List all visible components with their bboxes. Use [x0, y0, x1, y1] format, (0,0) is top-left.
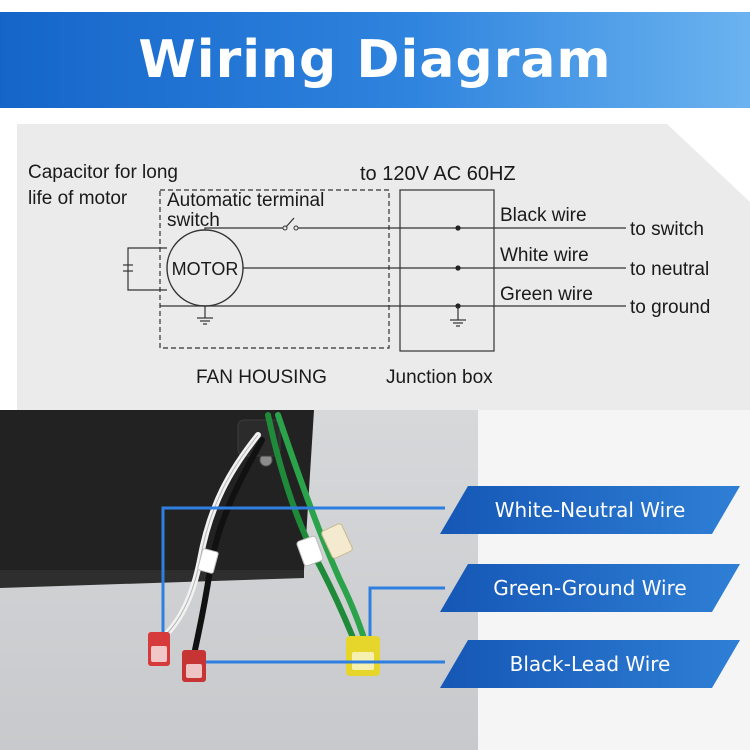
- callout-black-lead-shape: [440, 640, 740, 688]
- switch-contact-left: [282, 225, 288, 231]
- wire-destination-neutral: to neutral: [630, 259, 709, 280]
- switch-label-line1: Automatic terminal: [167, 190, 324, 211]
- diagram-panel: [17, 124, 750, 410]
- callout-black-lead-label: Black-Lead Wire: [509, 652, 671, 676]
- switch-lever: [285, 217, 295, 228]
- ground-tag: [321, 523, 353, 559]
- wire-name-black: Black wire: [500, 205, 587, 226]
- black-wire-line-left: [204, 227, 283, 230]
- connector-black-window: [186, 664, 202, 678]
- wire-name-green: Green wire: [500, 284, 593, 305]
- title-banner: Wiring Diagram: [0, 12, 750, 108]
- installation-photo: White-Neutral Wire Green-Ground Wire Bla…: [0, 410, 750, 750]
- leader-line-white-neutral: [161, 506, 445, 632]
- capacitor-wire: [127, 247, 167, 291]
- connector-white-window: [151, 646, 167, 662]
- page-title: Wiring Diagram: [138, 30, 612, 90]
- leader-line-green-ground: [368, 586, 445, 636]
- callout-green-ground: Green-Ground Wire: [440, 564, 740, 612]
- wire-tag-black: [197, 548, 219, 574]
- fan-housing-label: FAN HOUSING: [196, 367, 327, 388]
- callout-white-neutral: White-Neutral Wire: [440, 486, 740, 534]
- wire-destination-switch: to switch: [630, 219, 704, 240]
- green-wire-2: [275, 412, 371, 653]
- callout-green-ground-shape: [440, 564, 740, 612]
- fan-housing-edge: [0, 570, 304, 588]
- callout-green-ground-label: Green-Ground Wire: [493, 576, 687, 600]
- motor-label: MOTOR: [172, 259, 239, 279]
- junction-dot-black: [455, 225, 461, 231]
- supply-label: to 120V AC 60HZ: [360, 163, 516, 185]
- wiring-schematic: MOTOR Capacitor for long life of motor A…: [28, 162, 710, 388]
- fan-housing-outline: [159, 189, 390, 349]
- capacitor-label-line1: Capacitor for long: [28, 162, 178, 183]
- green-wire-1: [265, 412, 361, 653]
- switch-contact-right: [293, 225, 299, 231]
- wire-name-white: White wire: [500, 245, 589, 266]
- junction-box-label: Junction box: [386, 367, 493, 388]
- wire-photo-illustration: [0, 410, 445, 682]
- junction-box-outline: [399, 189, 495, 352]
- junction-dot-white: [455, 265, 461, 271]
- capacitor-label-line2: life of motor: [28, 188, 128, 209]
- switch-label-line2: switch: [167, 210, 220, 231]
- wire-tag-white: [296, 535, 324, 567]
- callout-white-neutral-label: White-Neutral Wire: [494, 498, 686, 522]
- callout-black-lead: Black-Lead Wire: [440, 640, 740, 688]
- fan-housing-body: [0, 410, 314, 580]
- callout-white-neutral-shape: [440, 486, 740, 534]
- wire-destination-ground: to ground: [630, 297, 710, 318]
